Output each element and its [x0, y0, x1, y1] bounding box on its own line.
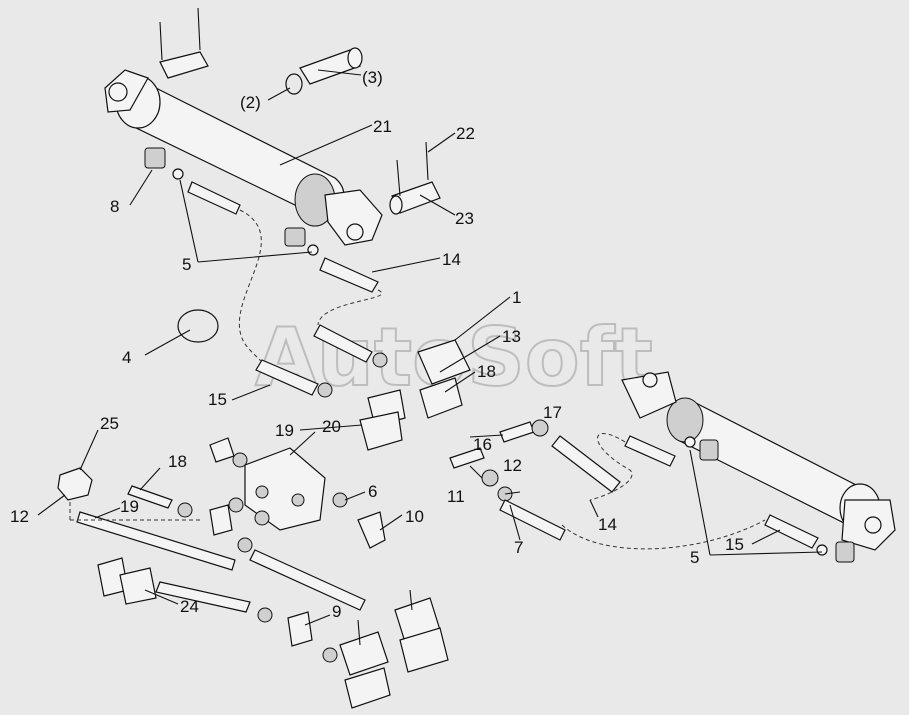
upper-pin-with-cotters: [159, 7, 209, 79]
callout-20: 20: [322, 417, 341, 436]
adapter-f: [237, 537, 253, 553]
tee-9: [287, 611, 313, 647]
callout-18b: 18: [168, 452, 187, 471]
adapter-d: [228, 497, 244, 513]
clamp-block-b: [399, 627, 449, 673]
callout-13: 13: [502, 327, 521, 346]
hose-end-15: [255, 359, 319, 396]
hose-left-2: [317, 289, 382, 326]
callout-2: (2): [240, 93, 261, 112]
callout-11: 11: [447, 487, 465, 506]
clamp-block-d: [344, 667, 391, 709]
hose-end-15-right: [764, 514, 819, 549]
adapter-e: [254, 510, 270, 526]
nut-12b: [481, 469, 499, 487]
nut-17: [531, 419, 549, 437]
adapter-c: [232, 452, 248, 468]
washer-5b: [307, 244, 319, 256]
callout-14a: 14: [442, 250, 461, 269]
hose-end-upper-right: [551, 435, 621, 493]
callout-12a: 12: [10, 507, 29, 526]
callout-16: 16: [473, 435, 492, 454]
tube-17: [499, 421, 535, 443]
adapter-6: [332, 492, 348, 508]
callout-19b: 19: [120, 497, 139, 516]
callout-24: 24: [180, 597, 199, 616]
callout-5b: 5: [690, 548, 699, 567]
callout-23: 23: [455, 209, 474, 228]
tee-fitting: [209, 504, 233, 536]
clamp-block-19: [359, 411, 403, 451]
hose-fitting-14: [319, 257, 379, 293]
nut-9a: [257, 607, 273, 623]
clamp-block-c: [339, 631, 389, 676]
cotter-pins-22: [396, 141, 429, 197]
callout-15a: 15: [208, 390, 227, 409]
callout-25: 25: [100, 414, 119, 433]
callout-3: (3): [362, 68, 383, 87]
pin-3: [299, 47, 363, 85]
clamp-block-13: [417, 339, 471, 385]
callout-1: 1: [512, 288, 521, 307]
callout-19a: 19: [275, 421, 294, 440]
hose-fitting-right-upper: [624, 435, 676, 467]
snap-ring-4: [177, 309, 219, 343]
leader-lines: [37, 69, 823, 626]
adapter-b: [317, 382, 333, 398]
tube-lower: [249, 549, 366, 611]
tube-19: [76, 511, 236, 571]
hose-right-1: [589, 433, 633, 501]
nut-9b: [322, 647, 338, 663]
callout-labels: (3) (2) 21 22 23 8 5 14 1 13 4 18 15 19 …: [10, 68, 744, 621]
callout-7: 7: [514, 538, 523, 557]
elbow-fitting: [209, 437, 235, 463]
callout-4: 4: [122, 348, 131, 367]
pin-23: [389, 181, 441, 215]
washer-5c: [684, 436, 696, 448]
tube-18: [127, 485, 173, 509]
tee-24: [97, 557, 157, 605]
callout-10: 10: [405, 507, 424, 526]
tube-16: [449, 447, 485, 469]
hydraulic-cylinder-left: [104, 69, 383, 247]
hose-end-14-right: [499, 499, 566, 541]
elbow-10: [357, 511, 386, 549]
callout-15b: 15: [725, 535, 744, 554]
callout-22: 22: [456, 124, 475, 143]
callout-17: 17: [543, 403, 562, 422]
hose-right-2: [561, 519, 766, 550]
callout-8: 8: [110, 197, 119, 216]
nut-18: [177, 502, 193, 518]
callout-9: 9: [332, 602, 341, 621]
hose-end-a: [313, 324, 373, 363]
washer-5a: [172, 168, 184, 180]
callout-18a: 18: [477, 362, 496, 381]
nut-12: [57, 467, 93, 501]
tube-lower-2: [155, 581, 251, 613]
hydraulic-cylinder-right: [621, 371, 896, 563]
hose-fitting-upper: [187, 181, 241, 215]
callout-5a: 5: [182, 255, 191, 274]
hose-left-1: [238, 209, 301, 386]
callout-21: 21: [373, 117, 392, 136]
retaining-ring-2: [285, 73, 303, 95]
adapter-a: [372, 352, 388, 368]
callout-12b: 12: [503, 456, 522, 475]
callout-6: 6: [368, 482, 377, 501]
washer-5d: [816, 544, 828, 556]
valve-block-20: [244, 447, 326, 531]
callout-14b: 14: [598, 515, 617, 534]
